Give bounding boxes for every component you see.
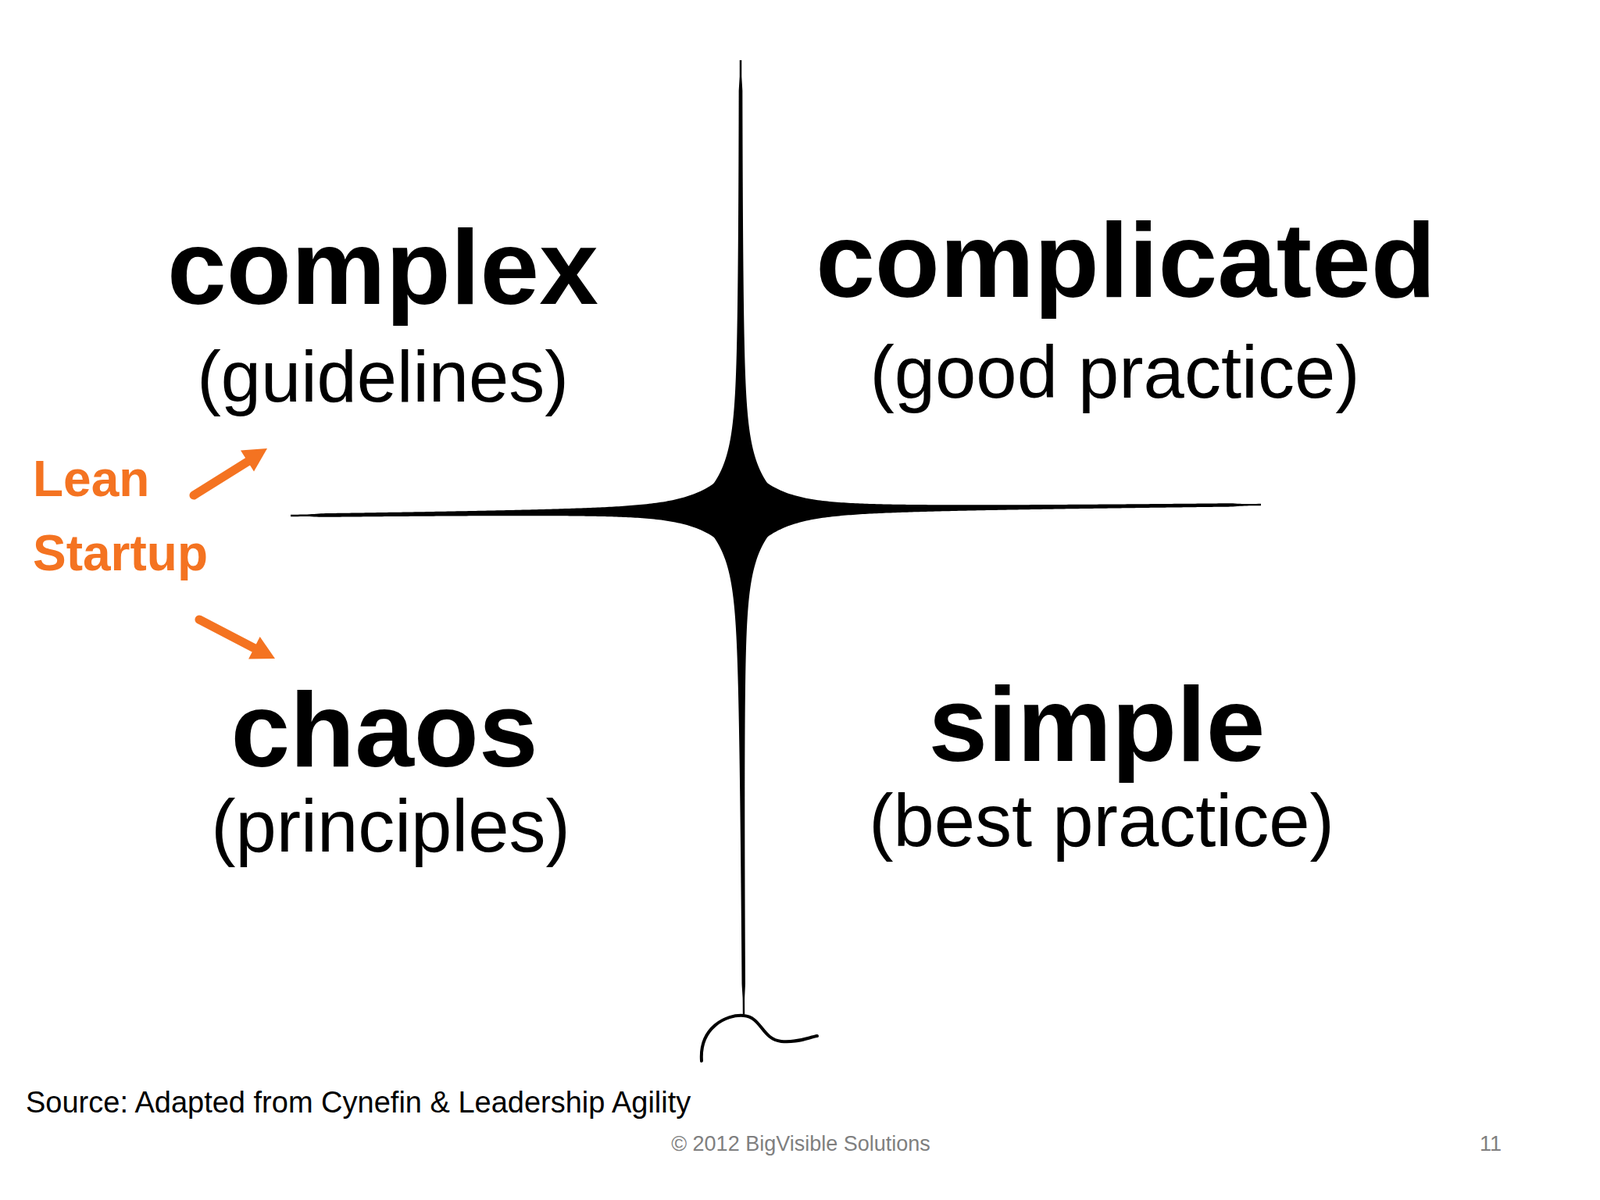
- cross-arm: [290, 453, 742, 567]
- domain-name: complex: [167, 206, 599, 329]
- callout-text: Lean Startup: [32, 442, 208, 591]
- cross-arm: [684, 60, 797, 511]
- lean-arrow-up: [193, 448, 268, 496]
- arrow-head: [248, 636, 275, 659]
- domain-approach: (best practice): [868, 778, 1335, 864]
- cross-arm: [684, 510, 797, 1015]
- domain-approach: (good practice): [870, 330, 1361, 415]
- source-note: Source: Adapted from Cynefin & Leadershi…: [25, 1085, 691, 1121]
- domain-approach: (guidelines): [196, 335, 569, 419]
- arrow-shaft: [199, 619, 257, 650]
- domain-name: complicated: [815, 199, 1436, 322]
- copyright-note: © 2012 BigVisible Solutions: [671, 1132, 931, 1157]
- lean-arrow-down: [199, 619, 275, 660]
- arrow-shaft: [193, 460, 250, 496]
- arrow-head: [240, 448, 268, 472]
- cross-curl: [701, 1015, 818, 1061]
- domain-approach: (principles): [210, 784, 571, 869]
- domain-name: chaos: [230, 668, 538, 791]
- page-number: 11: [1479, 1132, 1502, 1157]
- cross-arm: [739, 453, 1261, 567]
- domain-name: simple: [928, 663, 1266, 786]
